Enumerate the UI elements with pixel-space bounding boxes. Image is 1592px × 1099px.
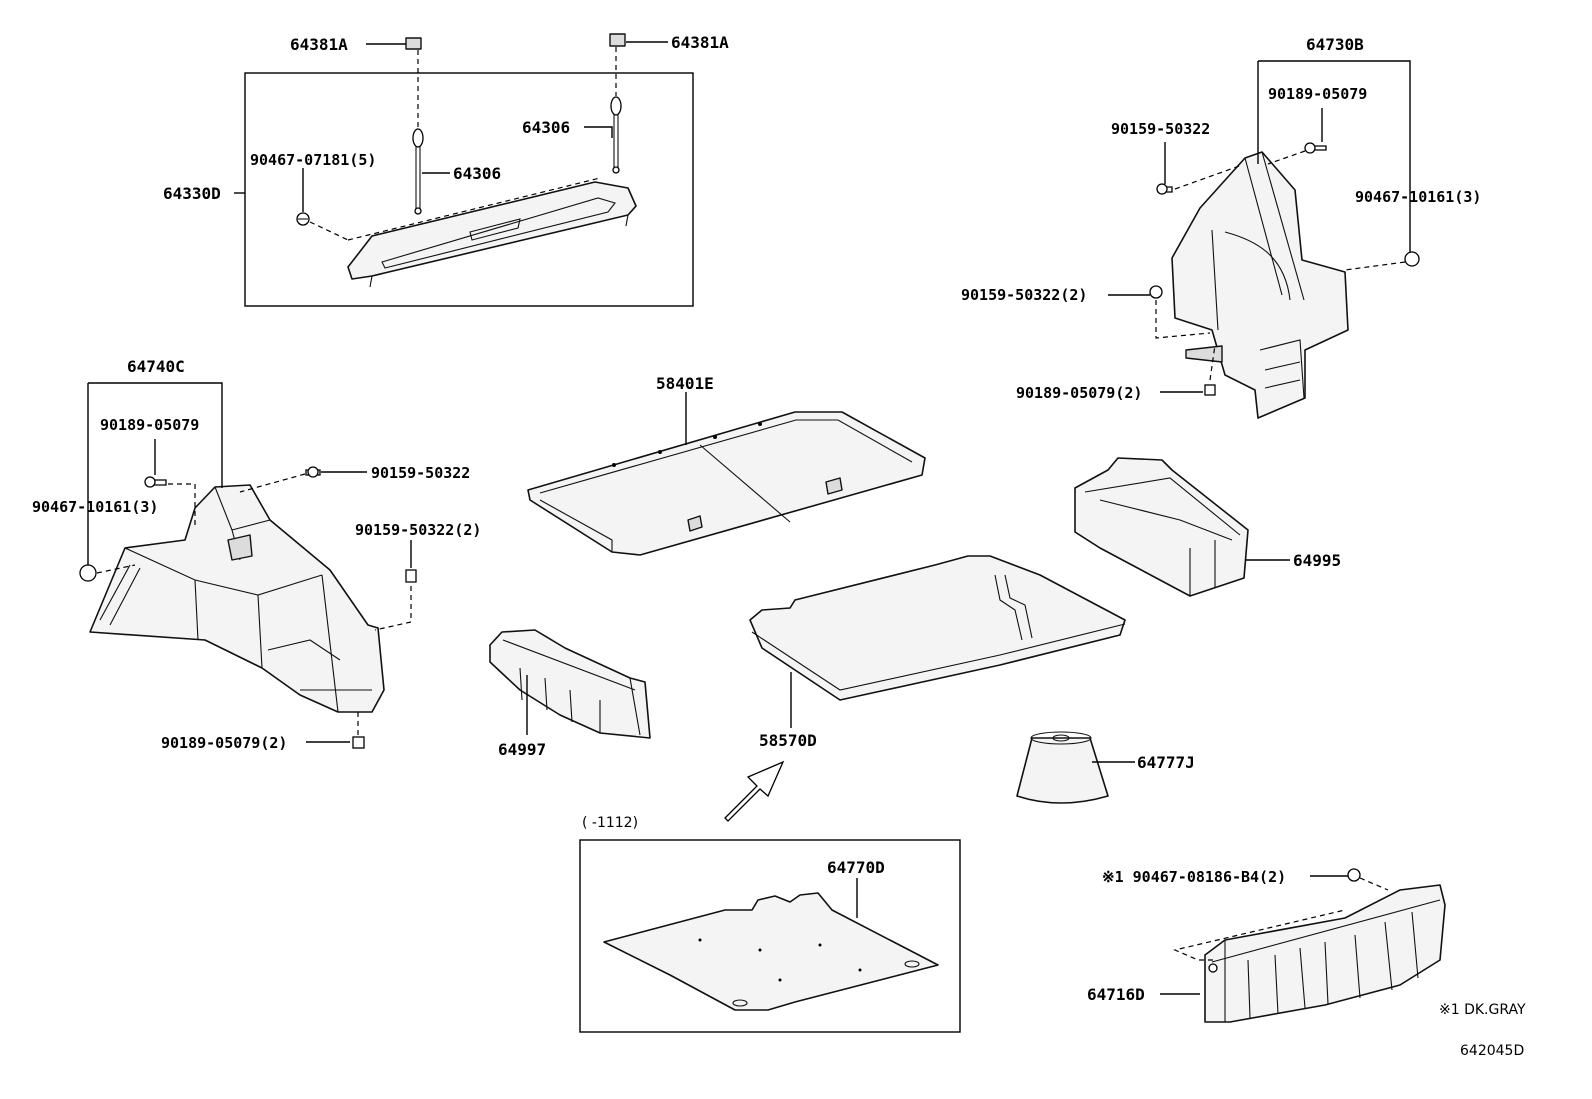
floor-mat-58570D xyxy=(749,555,1126,701)
storage-box-64995 xyxy=(1074,457,1249,597)
clip-64381A-left xyxy=(405,37,422,50)
label-64995: 64995 xyxy=(1293,551,1341,570)
label-64306-right: 64306 xyxy=(522,118,570,137)
label-64306-left: 64306 xyxy=(453,164,501,183)
floor-cover-64770D xyxy=(603,892,939,1011)
label-64770D: 64770D xyxy=(827,858,885,877)
floor-cover-group-frame xyxy=(579,839,961,1033)
label-90159-50322-2-right: 90159-50322(2) xyxy=(961,286,1087,304)
label-64330D: 64330D xyxy=(163,184,221,203)
diagram-id: 642045D xyxy=(1460,1043,1524,1059)
quarter-trim-right-64730B xyxy=(1171,151,1349,419)
label-90159-50322-2-left: 90159-50322(2) xyxy=(355,521,481,539)
label-64777J: 64777J xyxy=(1137,753,1195,772)
strap-64306-left xyxy=(412,128,424,215)
label-58570D: 58570D xyxy=(759,731,817,750)
label-58401E: 58401E xyxy=(656,374,714,393)
tray-clip-90467-07181 xyxy=(296,212,310,226)
fasteners-right xyxy=(1149,142,1420,396)
clip-90467-08186 xyxy=(1347,868,1361,882)
scuff-plate-64716D xyxy=(1204,884,1446,1023)
label-90159-50322-left: 90159-50322 xyxy=(371,464,470,482)
spacer-64777J xyxy=(1016,731,1109,804)
color-note: ※1 DK.GRAY xyxy=(1439,1002,1526,1018)
label-90189-05079-2-right: 90189-05079(2) xyxy=(1016,384,1142,402)
label-90467-10161-right: 90467-10161(3) xyxy=(1355,188,1481,206)
package-tray-group-frame xyxy=(244,72,694,307)
label-90189-05079-right: 90189-05079 xyxy=(1268,85,1367,103)
label-64997: 64997 xyxy=(498,740,546,759)
fasteners-left xyxy=(79,466,417,749)
label-90189-05079-2-left: 90189-05079(2) xyxy=(161,734,287,752)
date-range-note: ( -1112) xyxy=(582,815,638,831)
strap-64306-right xyxy=(610,96,622,174)
label-90189-05079-left: 90189-05079 xyxy=(100,416,199,434)
label-64716D: 64716D xyxy=(1087,985,1145,1004)
label-64381A-left: 64381A xyxy=(290,35,348,54)
storage-tray-64997 xyxy=(489,629,651,739)
arrow-icon xyxy=(724,760,785,822)
label-64730B: 64730B xyxy=(1306,35,1364,54)
label-90467-10161-left: 90467-10161(3) xyxy=(32,498,158,516)
label-64381A-right: 64381A xyxy=(671,33,729,52)
package-tray-trim xyxy=(347,181,637,288)
label-90467-07181: 90467-07181(5) xyxy=(250,151,376,169)
label-90159-50322-right: 90159-50322 xyxy=(1111,120,1210,138)
label-64740C: 64740C xyxy=(127,357,185,376)
label-90467-08186: ※1 90467-08186-B4(2) xyxy=(1102,868,1286,886)
deck-board-58401E xyxy=(527,411,926,556)
clip-64381A-right xyxy=(609,33,626,47)
quarter-trim-left-64740C xyxy=(89,484,385,713)
